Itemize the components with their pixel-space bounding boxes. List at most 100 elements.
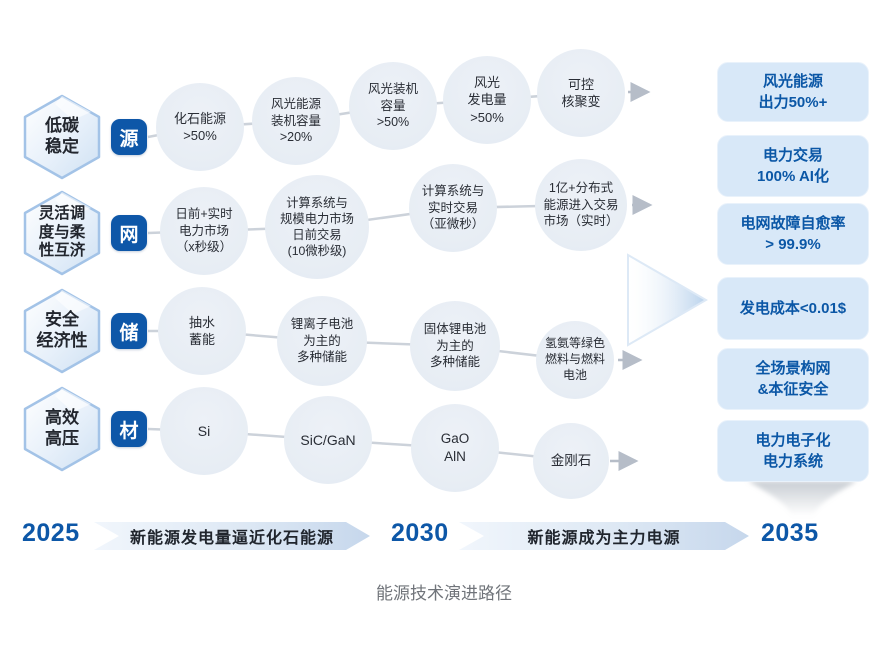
milestone-line: 电力电子化: [755, 432, 831, 449]
chip-label: 材: [119, 420, 139, 442]
phase-label: 新能源成为主力电源: [527, 530, 681, 547]
node-line: 可控: [567, 76, 594, 92]
tech-node: 风光能源 装机容量 >20%: [252, 77, 340, 165]
node-line: SiC/GaN: [300, 431, 356, 448]
tech-node: 金刚石: [533, 423, 609, 499]
milestone-line: > 99.9%: [765, 236, 821, 253]
milestone-line: &本征安全: [757, 381, 829, 398]
tech-node: 固体锂电池 为主的 多种储能: [410, 301, 500, 391]
tech-node: 化石能源 >50%: [156, 83, 244, 171]
node-line: （亚微秒）: [421, 217, 485, 232]
category-line: 低碳: [45, 116, 79, 136]
category-line: 度与柔: [38, 223, 86, 241]
milestone-card: 电力电子化 电力系统: [717, 420, 869, 482]
node-line: Si: [197, 422, 211, 439]
hexagon-shape-icon: [23, 190, 101, 276]
node-line: (10微秒级): [287, 244, 347, 259]
node-line: 日前交易: [292, 228, 342, 242]
node-line: 风光装机: [367, 82, 418, 97]
milestone-line: 出力50%+: [758, 94, 828, 111]
node-line: 市场（实时）: [543, 214, 619, 229]
node-line: 风光能源: [270, 97, 321, 112]
node-line: 核聚变: [561, 94, 601, 109]
milestone-line: 电力交易: [762, 147, 823, 164]
timeline-phase-arrow: 新能源发电量逼近化石能源: [94, 522, 370, 550]
tech-node: 日前+实时 电力市场 （x秒级）: [160, 187, 248, 275]
phase-label: 新能源发电量逼近化石能源: [129, 530, 334, 547]
diagram-caption: 能源技术演进路径: [376, 584, 512, 603]
chip-label: 源: [119, 128, 139, 150]
milestone-line: 全场景构网: [755, 360, 831, 377]
hexagon-shape-icon: [23, 288, 101, 374]
category-label: 高效 高压: [19, 385, 105, 473]
timeline-phase-arrow: 新能源成为主力电源: [459, 522, 749, 550]
category-hexagon-grid: 灵活调 度与柔 性互济: [19, 189, 105, 277]
milestone-line: 发电成本<0.01$: [739, 300, 847, 317]
tech-node: SiC/GaN: [284, 396, 372, 484]
node-line: >50%: [183, 128, 217, 143]
milestone-card: 电网故障自愈率 > 99.9%: [717, 203, 869, 265]
node-line: 多种储能: [296, 350, 347, 365]
tech-node: 可控 核聚变: [537, 49, 625, 137]
node-line: 抽水: [188, 314, 215, 330]
hexagon-shape-icon: [23, 386, 101, 472]
chip-label: 储: [119, 322, 139, 344]
tech-node: 抽水 蓄能: [158, 287, 246, 375]
category-hexagon-material: 高效 高压: [19, 385, 105, 473]
tech-node: 1亿+分布式 能源进入交易 市场（实时）: [535, 159, 627, 251]
node-line: 化石能源: [173, 110, 226, 126]
category-line: 灵活调: [38, 204, 86, 222]
tech-node: 锂离子电池 为主的 多种储能: [277, 296, 367, 386]
node-line: 氢氨等绿色: [544, 336, 605, 351]
milestone-line: 风光能源: [762, 73, 823, 90]
timeline-year-2035: 2035: [761, 519, 819, 547]
milestone-card: 风光能源 出力50%+: [717, 62, 869, 122]
node-line: 蓄能: [188, 332, 215, 347]
category-hexagon-source: 低碳 稳定: [19, 93, 105, 181]
node-line: 计算系统与: [286, 195, 348, 210]
node-line: GaO: [440, 431, 470, 447]
category-line: 安全: [45, 310, 79, 330]
layer-chip-grid: 网: [111, 215, 147, 251]
category-label: 灵活调 度与柔 性互济: [19, 189, 105, 277]
node-line: 1亿+分布式: [548, 181, 614, 196]
hexagon-shape-icon: [23, 94, 101, 180]
milestone-card: 电力交易 100% AI化: [717, 135, 869, 197]
node-line: 风光: [473, 75, 500, 91]
node-line: >50%: [376, 115, 410, 130]
node-line: 能源进入交易: [543, 197, 619, 212]
category-line: 稳定: [45, 137, 79, 156]
node-line: 发电量: [467, 92, 507, 108]
category-label: 低碳 稳定: [19, 93, 105, 181]
node-line: 锂离子电池: [290, 317, 354, 332]
layer-chip-material: 材: [111, 411, 147, 447]
timeline-year-2025: 2025: [22, 519, 80, 547]
milestone-line: 电网故障自愈率: [740, 215, 846, 232]
chip-label: 网: [119, 224, 139, 246]
category-line: 高压: [45, 429, 79, 448]
node-line: 为主的: [303, 333, 341, 348]
tech-node: 氢氨等绿色 燃料与燃料 电池: [536, 321, 614, 399]
milestone-line: 电力系统: [762, 453, 823, 470]
category-line: 高效: [45, 408, 79, 428]
node-line: 日前+实时: [175, 207, 233, 222]
node-line: >20%: [279, 130, 313, 145]
milestone-line: 100% AI化: [757, 168, 829, 185]
big-chevron-arrow: [627, 253, 709, 347]
node-line: 多种储能: [429, 355, 480, 370]
timeline-year-2030: 2030: [391, 519, 449, 547]
tech-node: 计算系统与 实时交易 （亚微秒）: [409, 164, 497, 252]
node-line: AlN: [444, 449, 466, 464]
tech-node: Si: [160, 387, 248, 475]
node-line: 金刚石: [550, 453, 592, 469]
node-line: 固体锂电池: [423, 322, 487, 337]
node-line: 电力市场: [178, 223, 229, 238]
layer-chip-source: 源: [111, 119, 147, 155]
category-hexagon-storage: 安全 经济性: [19, 287, 105, 375]
category-label: 安全 经济性: [19, 287, 105, 375]
milestone-card: 发电成本<0.01$: [717, 277, 869, 340]
milestone-drop-shadow: [748, 481, 857, 516]
layer-chip-storage: 储: [111, 313, 147, 349]
milestone-card: 全场景构网 &本征安全: [717, 348, 869, 410]
